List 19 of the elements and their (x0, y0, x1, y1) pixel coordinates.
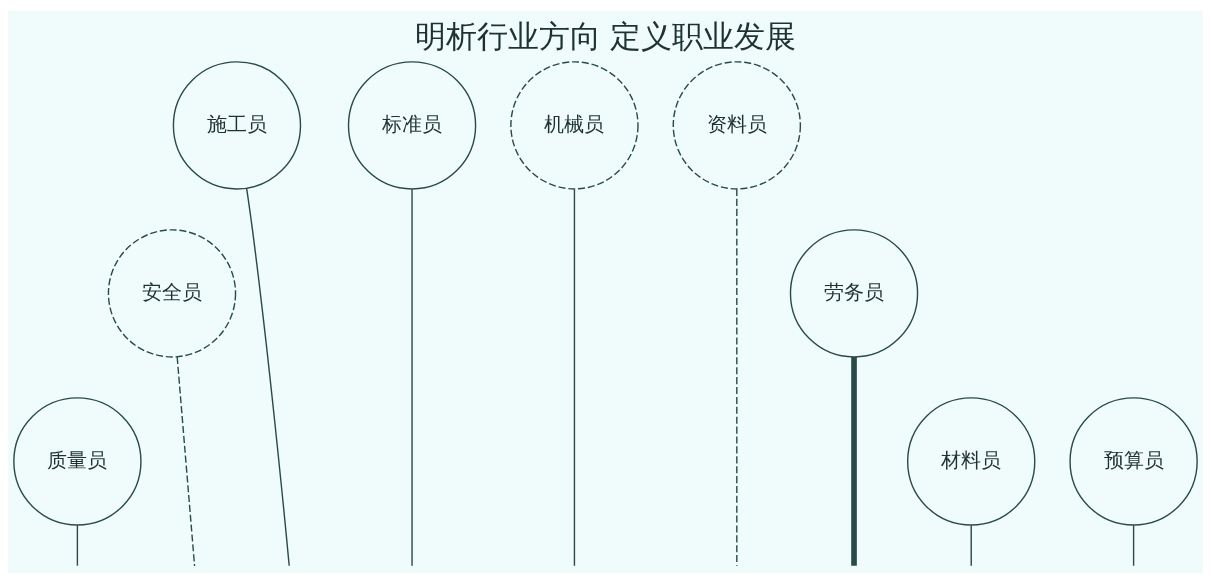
node-circle: 预算员 (1069, 397, 1198, 526)
connector (573, 188, 576, 567)
diagram-title: 明析行业方向 定义职业发展 (414, 18, 797, 55)
node-circle: 机械员 (510, 61, 639, 190)
connector (851, 357, 857, 566)
node-circle: 施工员 (172, 61, 302, 190)
node-circle: 资料员 (672, 61, 802, 190)
node-circle: 材料员 (906, 397, 1036, 526)
connector (245, 187, 290, 567)
connector (411, 188, 413, 567)
node-circle: 标准员 (347, 61, 477, 190)
connector (970, 524, 972, 567)
node-circle: 劳务员 (789, 229, 919, 358)
connector (76, 524, 79, 567)
node-circle: 安全员 (107, 229, 237, 358)
connector (176, 356, 196, 567)
connector (736, 188, 738, 567)
node-circle: 质量员 (13, 397, 142, 526)
connector (1132, 524, 1135, 567)
